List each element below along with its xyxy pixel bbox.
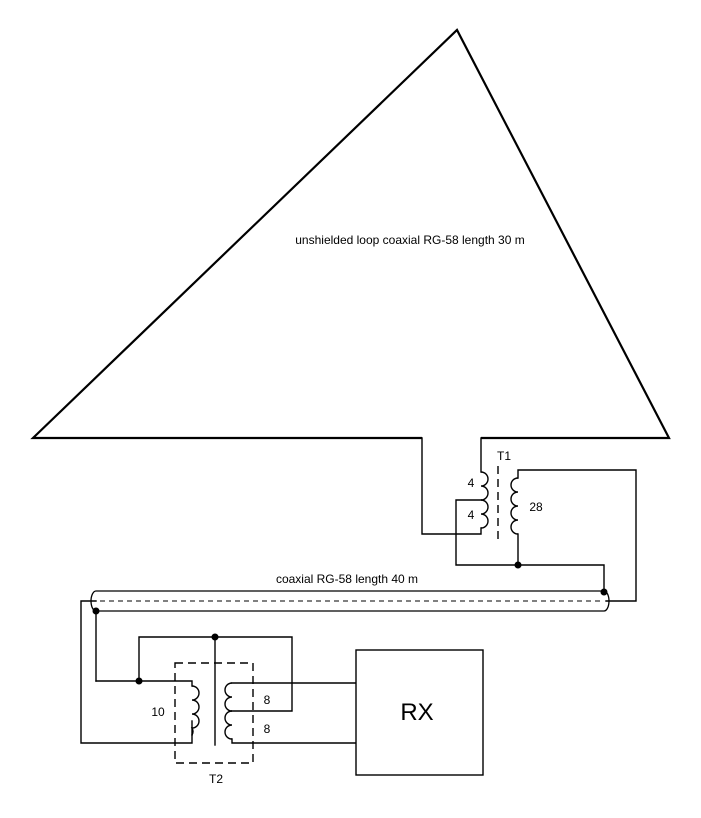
t2-core (174, 662, 254, 764)
t1-primary-upper-coil (480, 471, 489, 501)
coax-right-shield-junction (600, 588, 608, 596)
receiver: RX (355, 649, 484, 776)
loop-antenna (30, 28, 671, 440)
t1-primary-lower-coil (480, 499, 489, 529)
t2-secondary-lower-turns: 8 (264, 722, 271, 736)
loop-feed-left-wire (421, 437, 482, 535)
t2-secondary-upper-coil (224, 682, 233, 712)
t1-primary-lower-turns: 4 (468, 508, 475, 522)
rx-label: RX (400, 699, 433, 726)
t2-label: T2 (209, 772, 223, 786)
rx-box (355, 649, 484, 776)
coax-outer-shield (90, 590, 610, 612)
t1-secondary-turns: 28 (529, 500, 543, 514)
t2-primary-top-wire (95, 680, 193, 687)
t2-secondary-upper-turns: 8 (264, 693, 271, 707)
feedline-label: coaxial RG-58 length 40 m (276, 572, 418, 586)
coax-feedline: coaxial RG-58 length 40 m (90, 572, 610, 612)
t1-label: T1 (497, 449, 511, 463)
transformer-t1: T1 4 4 28 (421, 437, 637, 602)
transformer-t2: 10 8 8 T2 (80, 600, 357, 786)
t1-secondary-top-wire (517, 469, 637, 602)
coax-center-to-t2-wire (80, 600, 193, 744)
t2-primary-coil (190, 685, 200, 736)
t2-core-junction (211, 633, 219, 641)
t2-ground-bus (138, 636, 293, 712)
coax-left-shield-junction (92, 607, 100, 615)
t2-primary-turns: 10 (151, 705, 165, 719)
t1-secondary-coil (510, 477, 519, 535)
rx-input-wire-bottom (231, 738, 357, 744)
t1-shield-wire (517, 564, 605, 593)
t1-center-tap-wire (455, 499, 519, 566)
t2-secondary-lower-coil (224, 710, 233, 740)
loop-label: unshielded loop coaxial RG-58 length 30 … (295, 233, 524, 247)
t1-primary-upper-turns: 4 (468, 476, 475, 490)
